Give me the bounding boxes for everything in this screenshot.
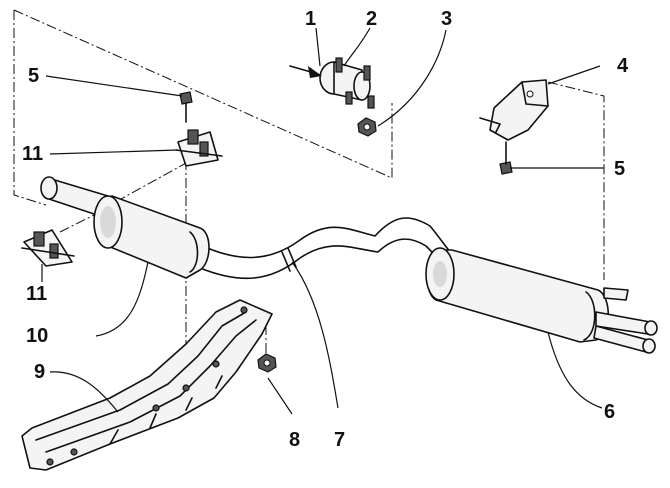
bracket-4 <box>479 79 549 141</box>
callout-11-lower: 11 <box>26 283 47 305</box>
callout-5-right: 5 <box>614 158 625 180</box>
clamp-1-2 <box>319 57 375 109</box>
nut-8 <box>257 353 277 373</box>
intermediate-pipe <box>199 217 453 280</box>
arrow-icon <box>289 65 322 78</box>
callout-3: 3 <box>441 8 452 30</box>
callout-2: 2 <box>366 8 377 30</box>
callout-9: 9 <box>34 361 45 383</box>
rubber-mounting-lower <box>21 229 75 267</box>
callout-11-upper: 11 <box>22 143 43 165</box>
bolt-5-right <box>499 141 513 175</box>
callout-8: 8 <box>289 429 300 451</box>
callout-6: 6 <box>604 401 615 423</box>
callout-5-left: 5 <box>28 65 39 87</box>
heat-shield <box>21 299 273 471</box>
bolt-5-left <box>179 91 193 123</box>
callout-4: 4 <box>617 55 629 77</box>
callout-7: 7 <box>334 429 345 451</box>
nut-3 <box>357 117 377 137</box>
rear-silencer <box>425 247 658 354</box>
rubber-mounting-upper <box>175 129 223 167</box>
callout-1: 1 <box>305 8 316 30</box>
leader-lines <box>41 27 604 415</box>
assembly-reference-lines <box>13 9 605 375</box>
callout-10: 10 <box>26 325 48 347</box>
front-silencer <box>40 176 210 279</box>
callout-labels: 1 2 3 4 5 5 6 7 8 9 10 11 11 <box>22 8 629 451</box>
